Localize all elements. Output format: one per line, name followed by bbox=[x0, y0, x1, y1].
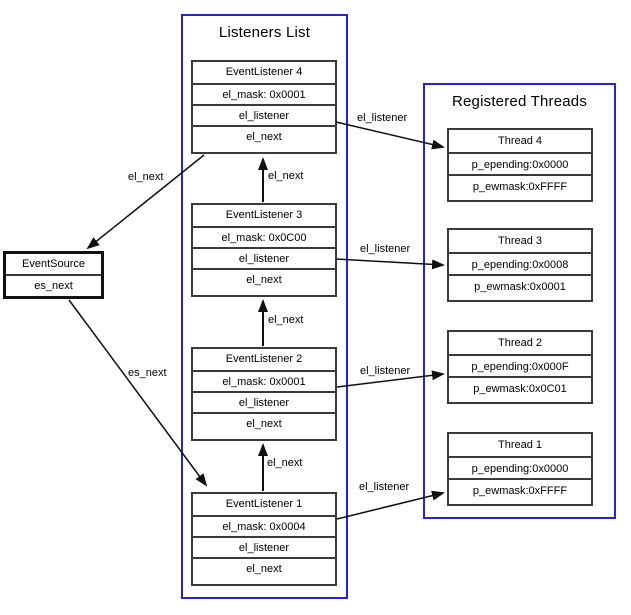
thread-2-box: Thread 2 p_epending:0x000F p_ewmask:0x0C… bbox=[447, 330, 593, 404]
record-field-el-listener: el_listener bbox=[193, 536, 335, 557]
record-field-p-ewmask: p_ewmask:0x0C01 bbox=[449, 376, 591, 398]
record-field-p-epending: p_epending:0x0000 bbox=[449, 152, 591, 174]
edge-label-el-listener-4: el_listener bbox=[357, 112, 408, 124]
edge-label-el-next-1-to-2: el_next bbox=[267, 457, 303, 469]
record-field-el-mask: el_mask: 0x0001 bbox=[193, 370, 335, 391]
record-field-p-epending: p_epending:0x000F bbox=[449, 354, 591, 376]
edge-label-el-next-4-to-source: el_next bbox=[128, 171, 164, 183]
record-field-el-next: el_next bbox=[193, 412, 335, 433]
edge-label-el-listener-1: el_listener bbox=[359, 481, 410, 493]
record-field-el-mask: el_mask: 0x0004 bbox=[193, 515, 335, 536]
record-field-el-next: el_next bbox=[193, 125, 335, 146]
record-field-el-next: el_next bbox=[193, 268, 335, 289]
edge-label-el-listener-2: el_listener bbox=[360, 365, 411, 377]
event-listener-2-box: EventListener 2 el_mask: 0x0001 el_liste… bbox=[191, 347, 337, 441]
record-title: EventListener 3 bbox=[225, 209, 303, 221]
thread-4-box: Thread 4 p_epending:0x0000 p_ewmask:0xFF… bbox=[447, 128, 593, 202]
record-field-el-listener: el_listener bbox=[193, 104, 335, 125]
edge-label-es-next: es_next bbox=[128, 367, 167, 379]
record-field-el-listener: el_listener bbox=[193, 391, 335, 412]
event-listener-1-box: EventListener 1 el_mask: 0x0004 el_liste… bbox=[191, 492, 337, 586]
edge-label-el-next-3-to-4: el_next bbox=[268, 170, 304, 182]
record-field-es-next: es_next bbox=[6, 274, 101, 294]
record-field-p-ewmask: p_ewmask:0xFFFF bbox=[449, 174, 591, 196]
listeners-list-title: Listeners List bbox=[218, 24, 311, 41]
record-title: EventListener 4 bbox=[225, 66, 303, 78]
record-title: Thread 1 bbox=[497, 439, 543, 451]
edge-label-el-listener-3: el_listener bbox=[360, 243, 411, 255]
record-title: EventListener 1 bbox=[225, 498, 303, 510]
record-title: EventSource bbox=[22, 258, 85, 270]
record-field-el-next: el_next bbox=[193, 557, 335, 578]
thread-1-box: Thread 1 p_epending:0x0000 p_ewmask:0xFF… bbox=[447, 432, 593, 506]
thread-3-box: Thread 3 p_epending:0x0008 p_ewmask:0x00… bbox=[447, 228, 593, 302]
record-title: EventListener 2 bbox=[225, 353, 303, 365]
record-title: Thread 2 bbox=[497, 337, 543, 349]
record-field-el-listener: el_listener bbox=[193, 247, 335, 268]
record-field-p-ewmask: p_ewmask:0x0001 bbox=[449, 274, 591, 296]
event-listener-3-box: EventListener 3 el_mask: 0x0C00 el_liste… bbox=[191, 203, 337, 297]
registered-threads-container: Registered Threads bbox=[423, 83, 616, 519]
record-field-p-epending: p_epending:0x0008 bbox=[449, 252, 591, 274]
record-field-el-mask: el_mask: 0x0001 bbox=[193, 83, 335, 104]
record-field-p-epending: p_epending:0x0000 bbox=[449, 456, 591, 478]
record-title: Thread 4 bbox=[497, 135, 543, 147]
record-field-p-ewmask: p_ewmask:0xFFFF bbox=[449, 478, 591, 500]
event-listener-4-box: EventListener 4 el_mask: 0x0001 el_liste… bbox=[191, 60, 337, 154]
record-title: Thread 3 bbox=[497, 235, 543, 247]
registered-threads-title: Registered Threads bbox=[451, 93, 588, 110]
record-field-el-mask: el_mask: 0x0C00 bbox=[193, 226, 335, 247]
event-source-box: EventSource es_next bbox=[3, 251, 104, 299]
edge-label-el-next-2-to-3: el_next bbox=[268, 314, 304, 326]
